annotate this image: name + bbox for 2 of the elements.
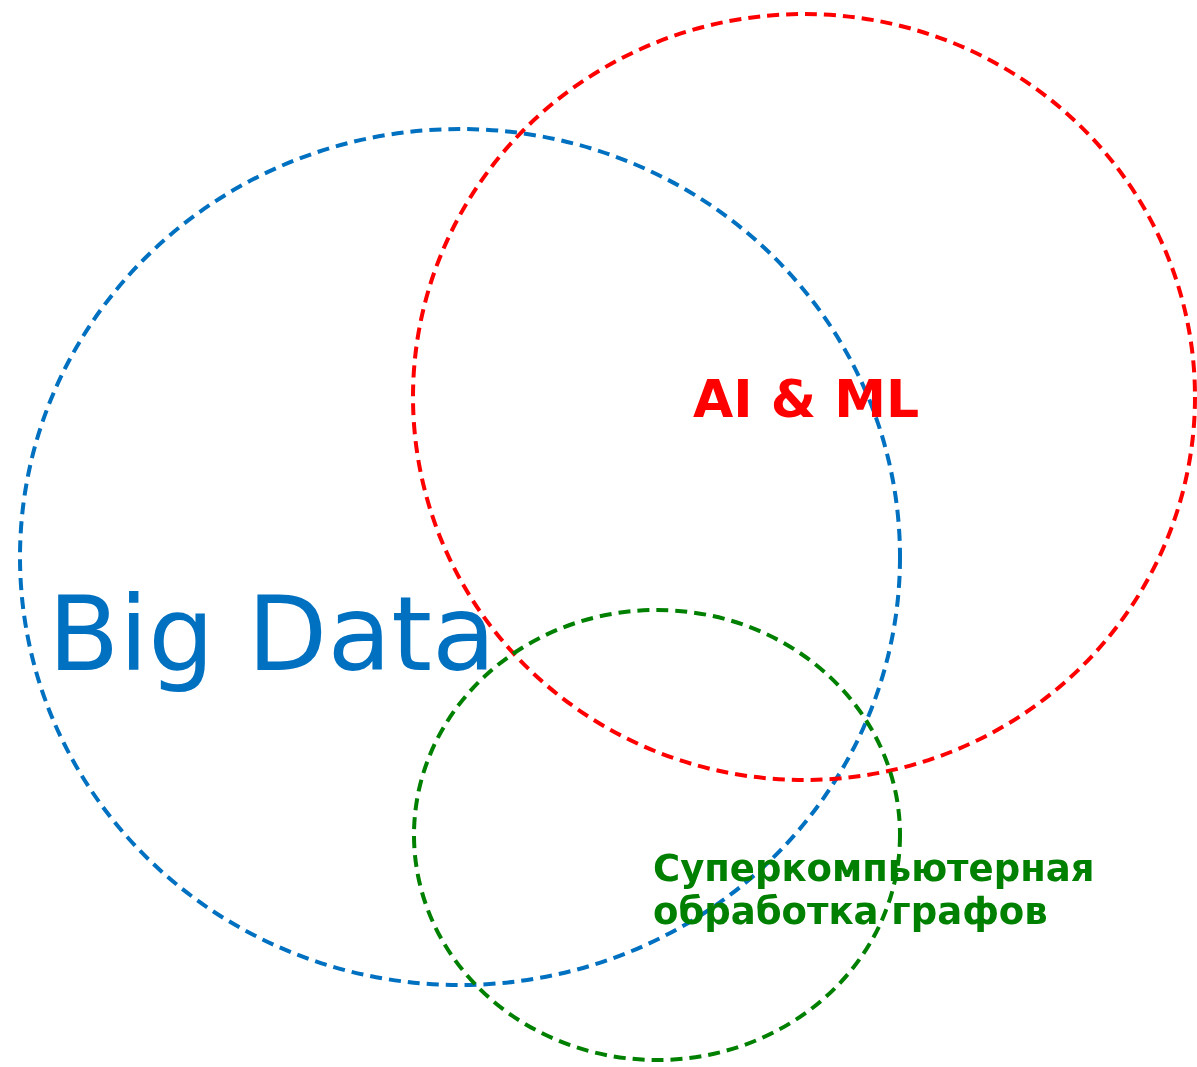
circle-label: AI & ML (693, 370, 920, 430)
circle-label: Big Data (48, 575, 496, 695)
